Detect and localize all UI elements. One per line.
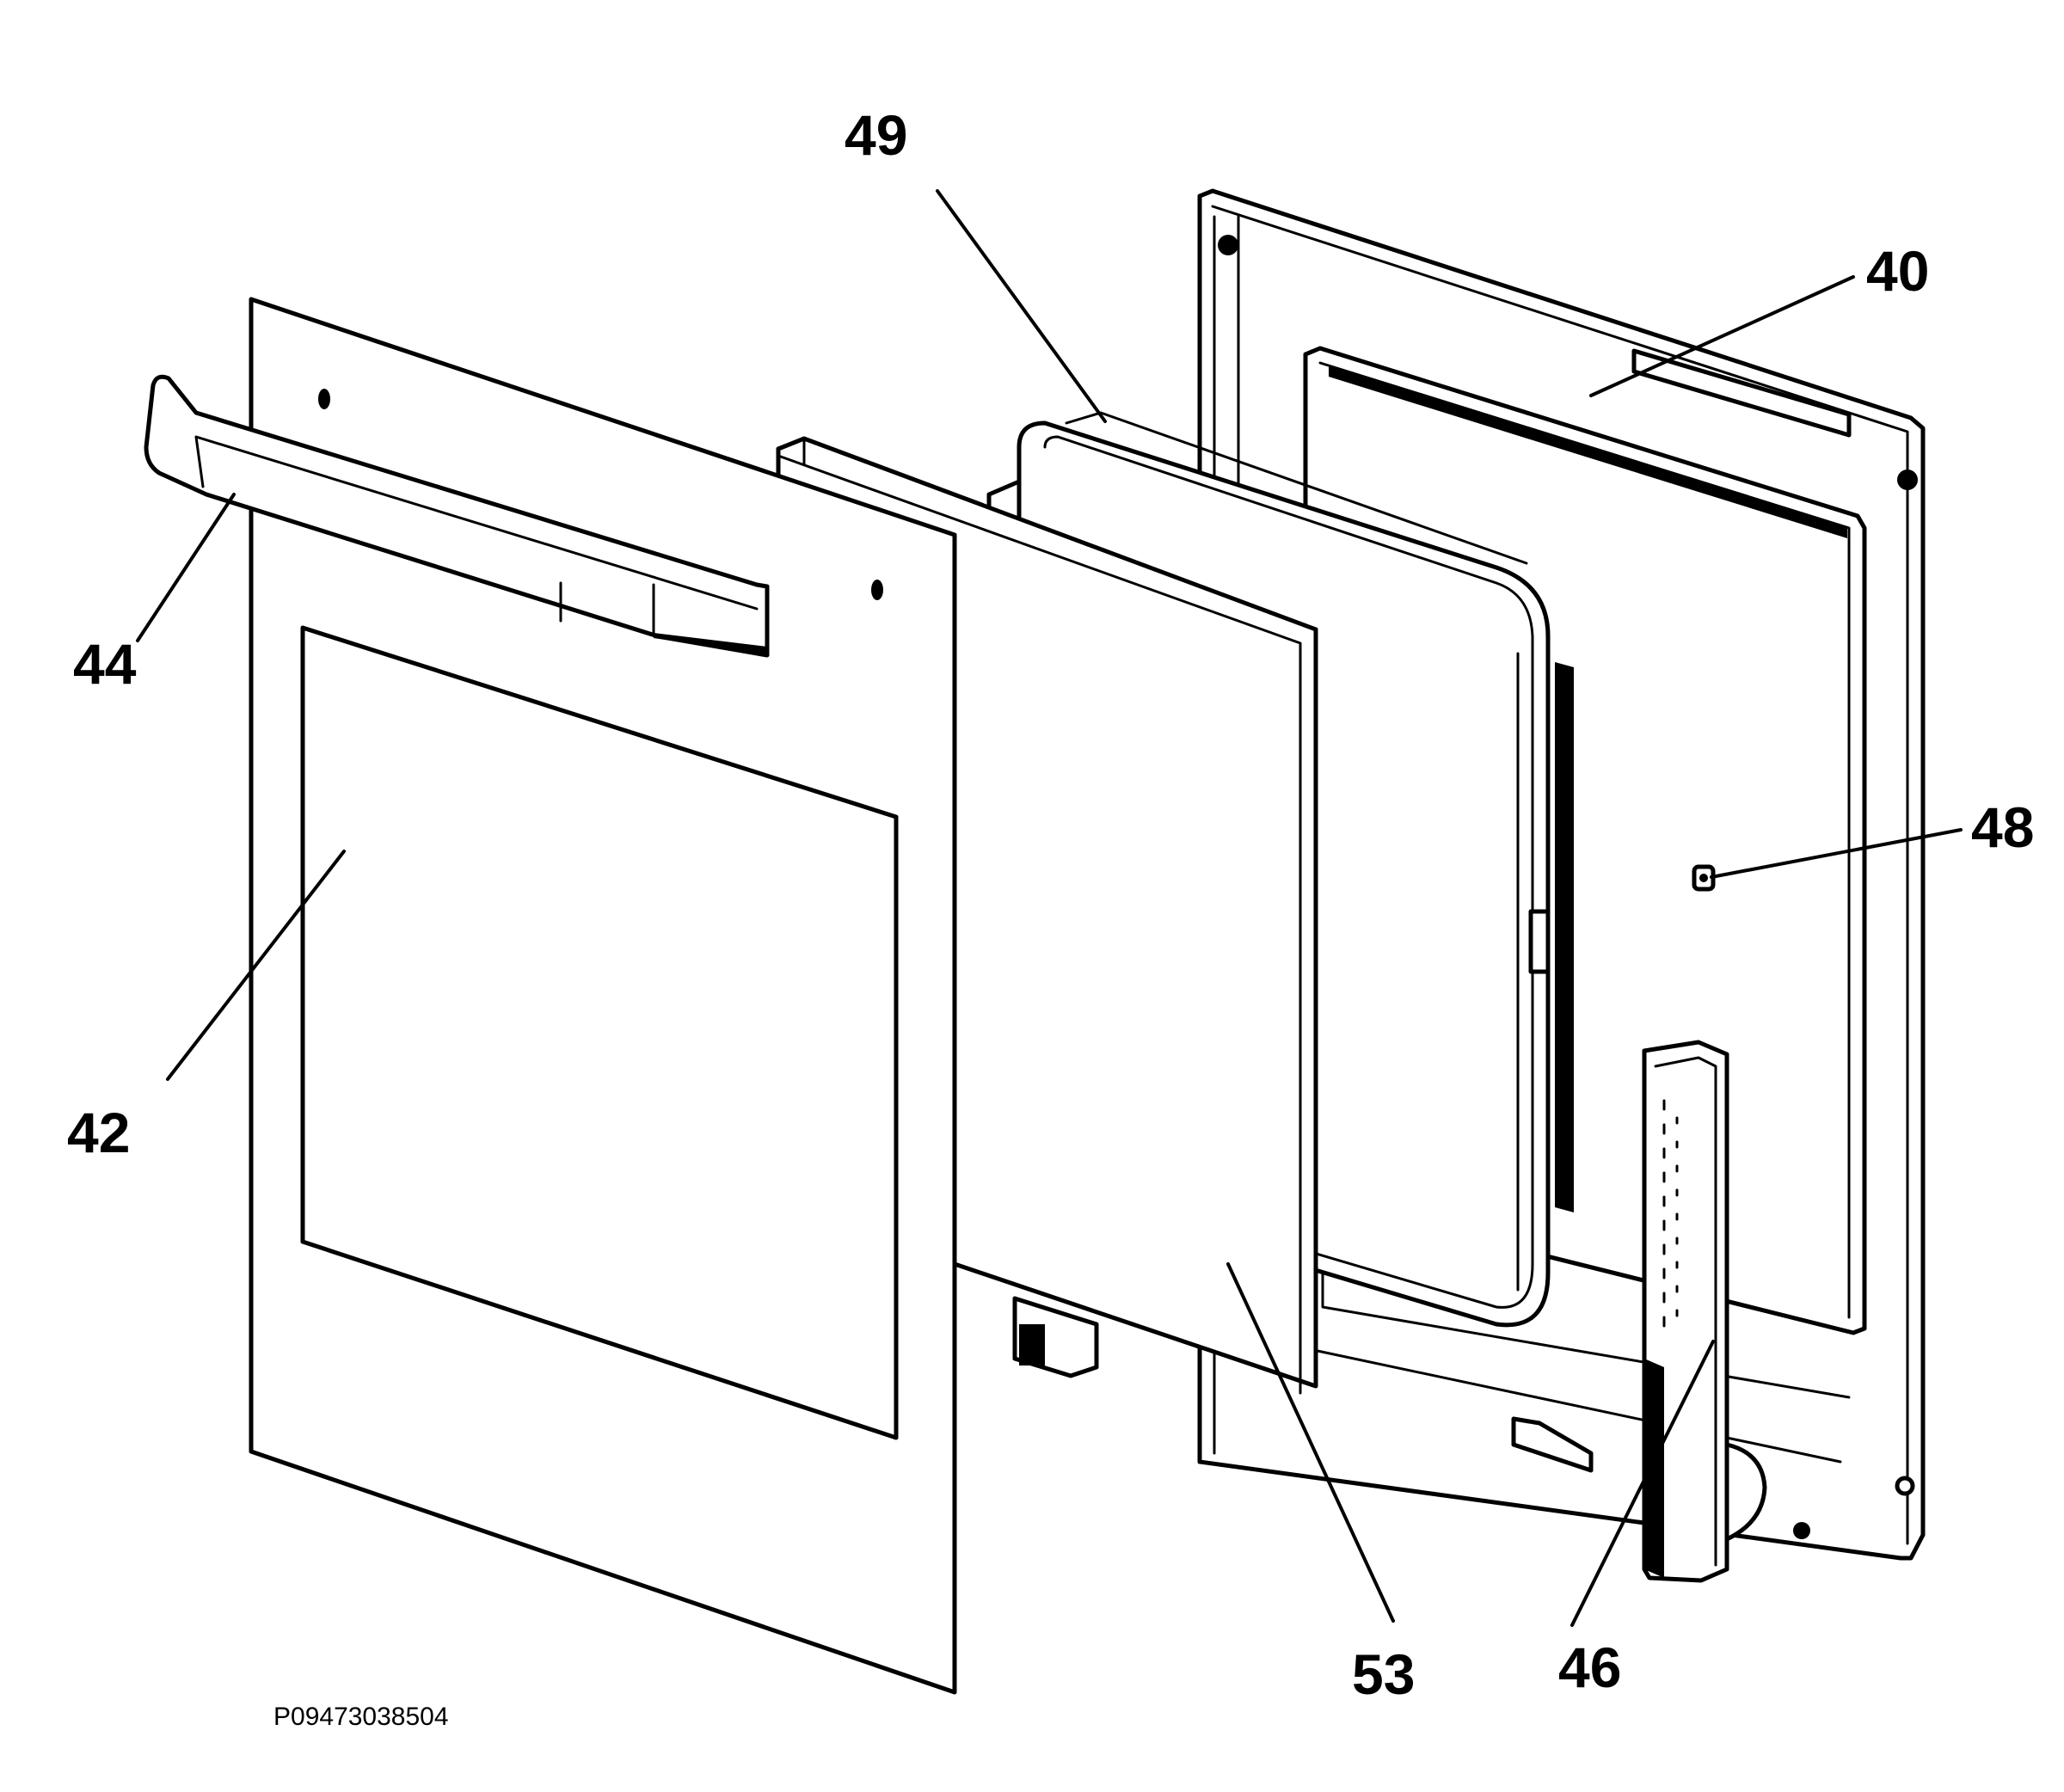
callout-53: 53: [1352, 1642, 1415, 1706]
leader-46: [1570, 1340, 1715, 1627]
leader-lines: [136, 189, 1963, 1627]
part-42-outer-door: [249, 297, 957, 1695]
leader-42: [166, 850, 346, 1081]
callout-44: 44: [73, 632, 137, 696]
leader-40: [1589, 275, 1855, 397]
part-46-hinge: [1511, 1040, 1767, 1583]
callout-40: 40: [1866, 239, 1929, 303]
callout-46: 46: [1558, 1636, 1621, 1699]
screw-bottom-right: [1895, 1476, 1915, 1496]
reference-code: P09473038504: [273, 1703, 449, 1731]
leader-53: [1226, 1262, 1395, 1623]
leader-48: [1710, 828, 1963, 879]
callout-48: 48: [1971, 795, 2034, 859]
leader-44: [136, 493, 236, 642]
callout-49: 49: [845, 103, 907, 167]
leader-49: [936, 189, 1107, 423]
part-44-handle: [144, 374, 770, 658]
callout-42: 42: [67, 1101, 130, 1164]
screw-top-right: [1897, 469, 1918, 490]
screw-top-left: [1218, 235, 1238, 255]
